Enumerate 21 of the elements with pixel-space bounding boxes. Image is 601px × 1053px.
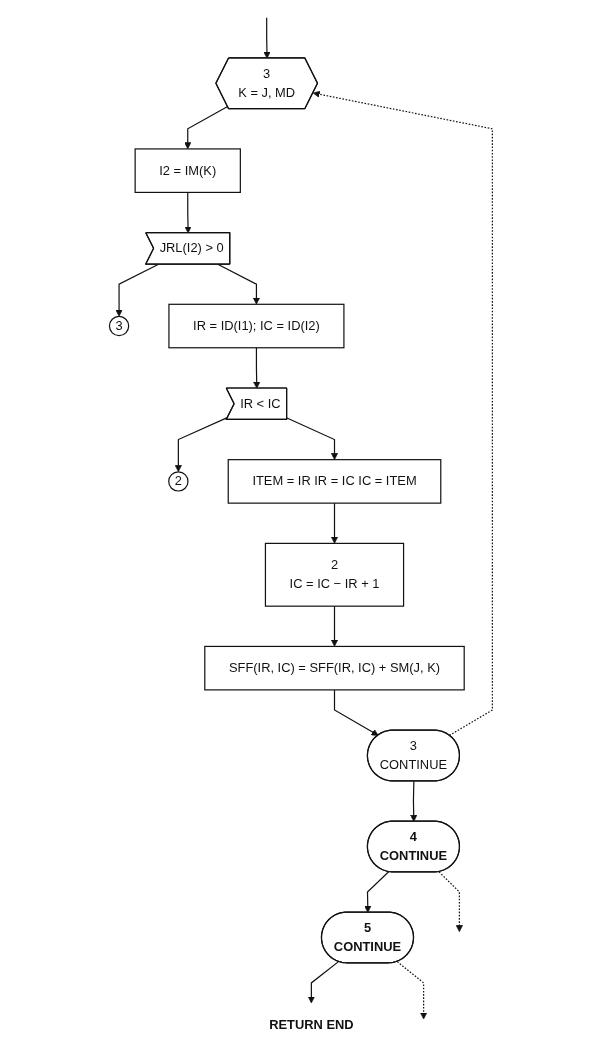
node-box: 2 IC = IC − IR + 1 [264, 542, 404, 607]
arrow [396, 961, 427, 1020]
arrow [438, 871, 463, 933]
arrow [312, 90, 493, 736]
arrow [330, 502, 338, 544]
node-box: SFF(IR, IC) = SFF(IR, IC) + SM(J, K) [203, 645, 465, 691]
arrow [330, 605, 338, 647]
node-box: IR = ID(I1); IC = ID(I2) [167, 303, 345, 349]
arrow [363, 871, 389, 913]
node-circle: 3 [108, 315, 129, 337]
node-circle: 2 [167, 471, 189, 492]
node-text: RETURN END [268, 1017, 354, 1032]
node-box: I2 = IM(K) [134, 148, 241, 193]
arrow [409, 780, 417, 822]
arrow [183, 105, 228, 150]
node-box: ITEM = IR IR = IC IC = ITEM [227, 459, 441, 504]
arrow [252, 347, 260, 389]
arrow [286, 417, 338, 460]
arrow [307, 961, 339, 1004]
arrow [263, 17, 271, 59]
arrow [333, 689, 379, 736]
